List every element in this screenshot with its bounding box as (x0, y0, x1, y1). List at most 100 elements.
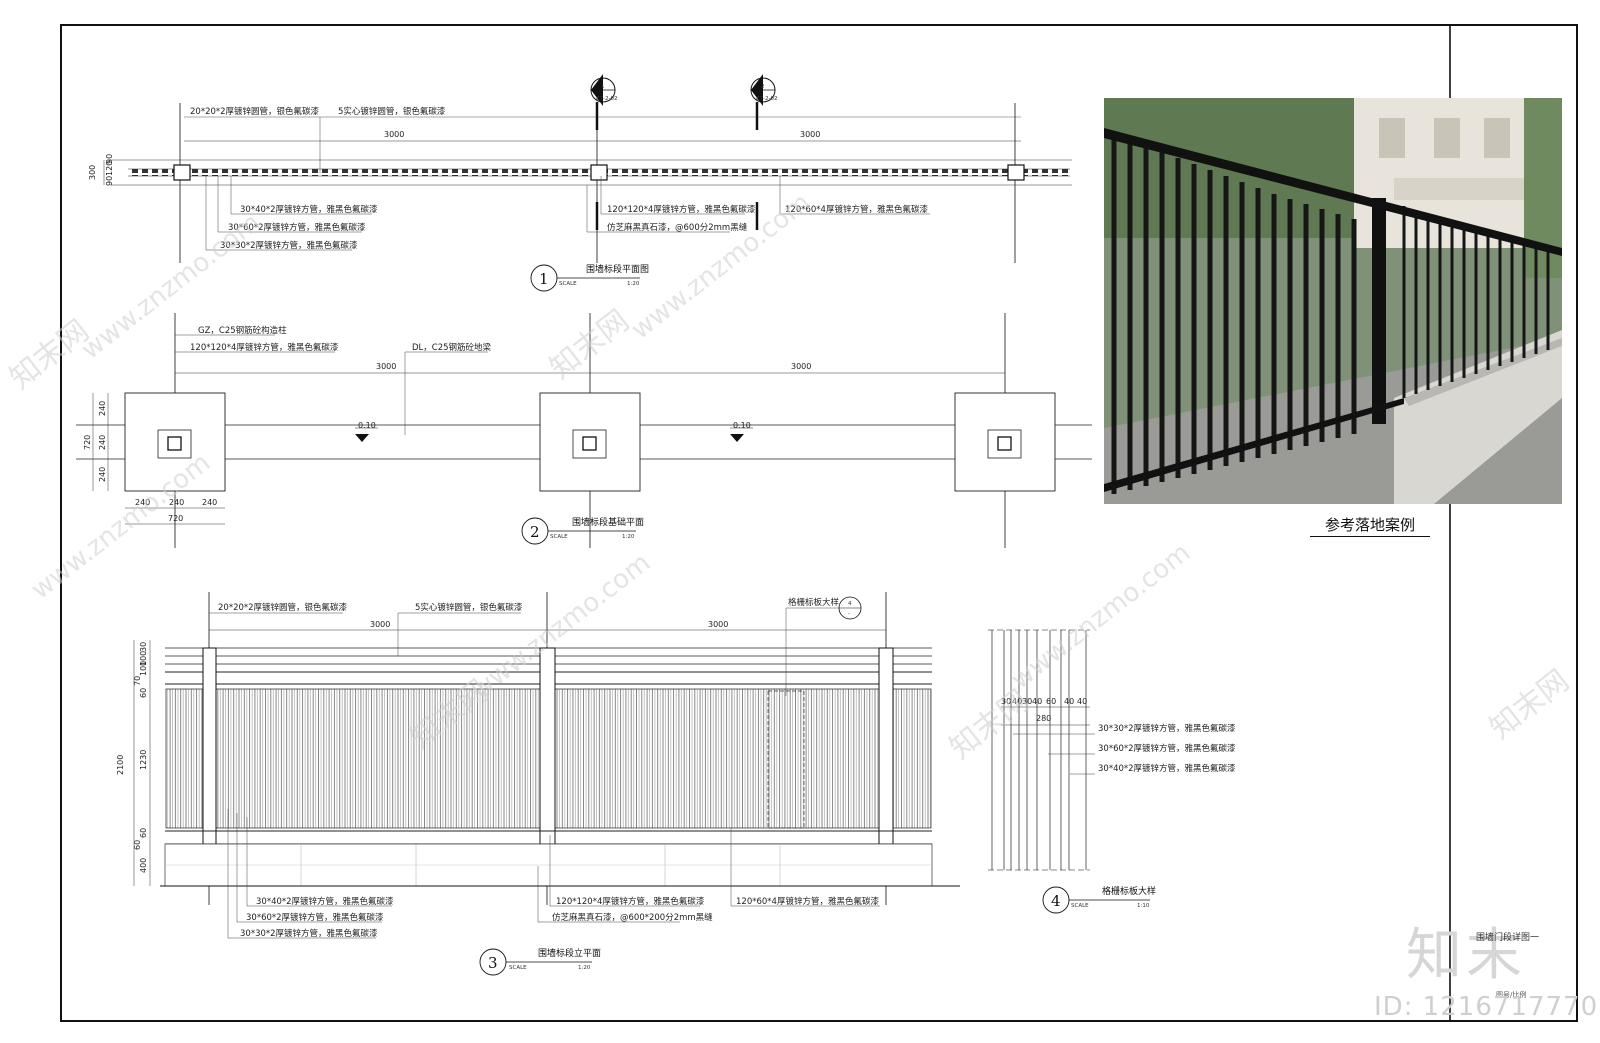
drawing-3-elevation: 3000 3000 20*20*2厚镀锌圆管，银色氟碳漆 5实心镀锌圆管，银色氟… (116, 592, 960, 976)
d2-dim-2: 3000 (791, 362, 811, 371)
section-mark-1: 1 E7-2-02 (590, 74, 617, 230)
svg-text:围墙标段立平面: 围墙标段立平面 (538, 947, 601, 959)
d1-label-120x120: 120*120*4厚镀锌方管，雅黑色氟碳漆 (607, 204, 756, 215)
d1-dim-1: 3000 (384, 130, 404, 139)
svg-text:1:10: 1:10 (1137, 903, 1150, 909)
d1-label-round-tube: 20*20*2厚镀锌圆管，银色氟碳漆 (190, 106, 320, 117)
svg-text:SCALE: SCALE (550, 534, 568, 540)
svg-text:30: 30 (1022, 697, 1032, 706)
svg-text:240: 240 (135, 498, 150, 507)
d2-level-2: 0.10 (733, 421, 751, 430)
photo-caption: 参考落地案例 (1310, 514, 1430, 537)
svg-text:SCALE: SCALE (559, 281, 577, 287)
svg-text:格栅标板大样: 格栅标板大样 (1102, 885, 1156, 897)
d3-label-solid-tube: 5实心镀锌圆管，银色氟碳漆 (415, 602, 523, 613)
svg-text:围墙标段平面图: 围墙标段平面图 (586, 263, 649, 275)
svg-text:1: 1 (539, 270, 549, 288)
svg-text:240: 240 (202, 498, 217, 507)
d2-label-120x120: 120*120*4厚镀锌方管，雅黑色氟碳漆 (190, 342, 339, 353)
d4-label-30x30: 30*30*2厚镀锌方管，雅黑色氟碳漆 (1098, 723, 1236, 734)
d4-label-30x60: 30*60*2厚镀锌方管，雅黑色氟碳漆 (1098, 743, 1236, 754)
svg-text:30: 30 (139, 642, 148, 652)
d1-label-stone-paint: 仿芝麻黑真石漆，@600分2mm黑缝 (607, 222, 748, 233)
svg-text:240: 240 (169, 498, 184, 507)
d1-side-300: 300 (88, 165, 97, 180)
svg-text:60: 60 (139, 688, 148, 698)
svg-text:1230: 1230 (139, 750, 148, 770)
drawing-1-plan: 3000 3000 20*20*2厚镀锌圆管，银色氟碳漆 5实心镀锌圆管，银色氟… (88, 74, 1072, 292)
d1-label-120x60: 120*60*4厚镀锌方管，雅黑色氟碳漆 (785, 204, 928, 215)
d3-detail-ref: - (848, 611, 850, 617)
svg-text:E7-2-02: E7-2-02 (756, 96, 777, 102)
image-id-label: ID: 1216717770 (1374, 992, 1599, 1022)
drawing-1-title: 1 围墙标段平面图 SCALE 1:20 (530, 263, 649, 292)
drawing-2-foundation: 3000 3000 GZ，C25钢筋砼构造柱 120*120*4厚镀锌方管，雅黑… (76, 313, 1092, 548)
drawing-4-detail: 30 40 30 40 60 40 40 280 30*30*2厚镀锌方管，雅黑… (988, 629, 1236, 914)
d1-label-solid-tube: 5实心镀锌圆管，银色氟碳漆 (338, 106, 446, 117)
svg-text:280: 280 (1036, 714, 1051, 723)
sheet-scale-note: 图号/比例 (1496, 991, 1527, 999)
reference-photo (1104, 98, 1562, 504)
d3-label-30x30: 30*30*2厚镀锌方管，雅黑色氟碳漆 (240, 928, 378, 939)
section-mark-2: 2 E7-2-02 (750, 74, 777, 230)
svg-text:1:20: 1:20 (622, 534, 635, 540)
d3-label-30x60: 30*60*2厚镀锌方管，雅黑色氟碳漆 (246, 912, 384, 923)
svg-text:240: 240 (98, 401, 107, 416)
svg-text:100: 100 (139, 651, 148, 666)
svg-text:知末网: 知末网 (3, 313, 95, 396)
svg-text:40: 40 (1012, 697, 1022, 706)
fence-photo-illustration (1104, 98, 1562, 504)
d1-side-90a: 90 (105, 176, 114, 186)
d4-label-30x40: 30*40*2厚镀锌方管，雅黑色氟碳漆 (1098, 763, 1236, 774)
d1-label-30x30: 30*30*2厚镀锌方管，雅黑色氟碳漆 (220, 240, 358, 251)
svg-text:www.znzmo.com: www.znzmo.com (1006, 538, 1196, 696)
svg-text:30: 30 (1001, 697, 1011, 706)
drawing-3-title: 3 围墙标段立平面 SCALE 1:20 (479, 947, 601, 976)
svg-text:40: 40 (1077, 697, 1087, 706)
d3-detail-label: 格栅标板大样 (788, 597, 840, 608)
d3-dim-2: 3000 (708, 620, 728, 629)
svg-text:围墙标段基础平面: 围墙标段基础平面 (572, 516, 644, 528)
svg-text:E7-2-02: E7-2-02 (596, 96, 617, 102)
svg-text:720: 720 (168, 514, 183, 523)
svg-text:2100: 2100 (116, 755, 125, 775)
svg-text:4: 4 (1051, 892, 1061, 910)
svg-text:720: 720 (83, 435, 92, 450)
svg-text:60: 60 (139, 828, 148, 838)
svg-text:www.znzmo.com: www.znzmo.com (466, 548, 656, 706)
drawing-4-title: 4 格栅标板大样 SCALE 1:10 (1042, 885, 1156, 914)
svg-text:知末网: 知末网 (1483, 663, 1575, 746)
d2-level-1: 0.10 (358, 421, 376, 430)
svg-text:SCALE: SCALE (1071, 903, 1089, 909)
svg-text:1:20: 1:20 (627, 281, 640, 287)
svg-text:1:20: 1:20 (578, 965, 591, 971)
d2-label-dl: DL，C25钢筋砼地梁 (412, 342, 492, 353)
d1-label-30x60: 30*60*2厚镀锌方管，雅黑色氟碳漆 (228, 222, 366, 233)
d3-label-stone-paint: 仿芝麻黑真石漆，@600*200分2mm黑缝 (552, 912, 713, 923)
svg-text:70: 70 (133, 676, 142, 686)
svg-text:240: 240 (98, 467, 107, 482)
d3-label-120x120: 120*120*4厚镀锌方管，雅黑色氟碳漆 (556, 896, 705, 907)
svg-text:40: 40 (1064, 697, 1074, 706)
d2-dim-1: 3000 (376, 362, 396, 371)
d1-side-120: 120 (105, 161, 114, 176)
drawing-2-title: 2 围墙标段基础平面 SCALE 1:20 (521, 516, 644, 545)
d1-dim-2: 3000 (800, 130, 820, 139)
brand-logo: 知末 (1406, 923, 1526, 988)
d3-detail-num: 4 (848, 601, 852, 607)
svg-text:60: 60 (133, 840, 142, 850)
d1-side-90b: 90 (105, 154, 114, 164)
svg-text:2: 2 (761, 84, 765, 90)
svg-text:400: 400 (139, 858, 148, 873)
sheet-border (60, 24, 1578, 1022)
svg-text:2: 2 (530, 523, 540, 541)
svg-text:www.znzmo.com: www.znzmo.com (26, 448, 216, 606)
d1-label-30x40: 30*40*2厚镀锌方管，雅黑色氟碳漆 (240, 204, 378, 215)
svg-text:3: 3 (488, 954, 498, 972)
d3-label-120x60: 120*60*4厚镀锌方管，雅黑色氟碳漆 (736, 896, 879, 907)
svg-text:1: 1 (601, 84, 605, 90)
svg-text:www.znzmo.com: www.znzmo.com (76, 208, 266, 366)
d3-label-round-tube: 20*20*2厚镀锌圆管，银色氟碳漆 (218, 602, 348, 613)
svg-text:60: 60 (1046, 697, 1056, 706)
